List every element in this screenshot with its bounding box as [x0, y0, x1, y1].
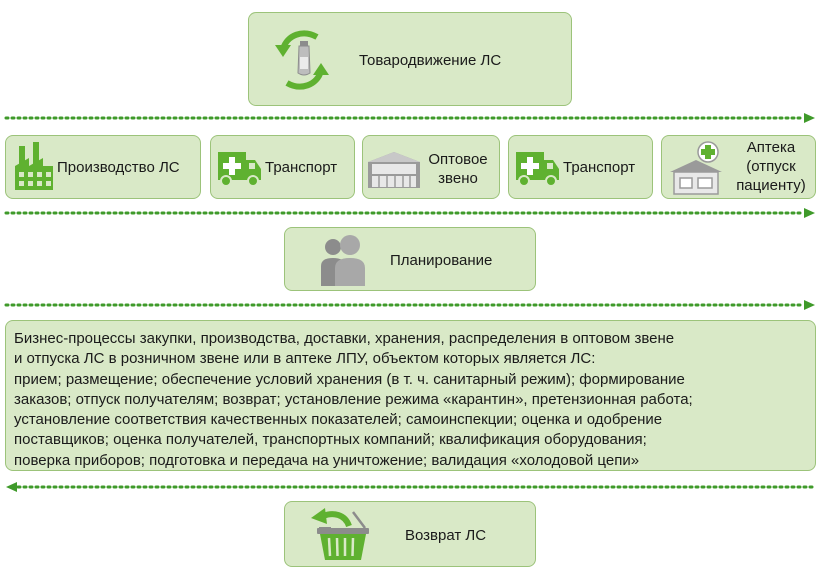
- description-line: установление соответствия качественных п…: [14, 411, 663, 429]
- return-box: Возврат ЛС: [284, 501, 536, 567]
- business-processes-box: [5, 320, 816, 471]
- pharmacy-icon: [668, 138, 724, 196]
- top-box-goods-movement: Товародвижение ЛС: [248, 12, 572, 106]
- chain-box-pharmacy: Аптека (отпуск пациенту): [661, 135, 816, 199]
- dotted-arrow-right-3: [4, 300, 815, 310]
- description-line: поставщиков; оценка получателей, транспо…: [14, 431, 647, 449]
- description-line: и отпуска ЛС в розничном звене или в апт…: [14, 350, 596, 368]
- warehouse-icon: [367, 150, 421, 190]
- description-line: прием; размещение; обеспечение условий х…: [14, 370, 685, 388]
- dotted-arrow-left: [6, 482, 816, 492]
- basket-return-icon: [309, 506, 375, 564]
- ambulance-icon: [514, 148, 560, 188]
- dotted-arrow-right-1: [4, 113, 815, 123]
- chain-box-transport-1: Транспорт: [210, 135, 355, 199]
- top-box-label: Товародвижение ЛС: [359, 52, 502, 69]
- chain-label-production: Производство ЛС: [57, 159, 180, 176]
- chain-label-transport-2: Транспорт: [563, 159, 636, 176]
- chain-label-transport-1: Транспорт: [265, 159, 338, 176]
- dotted-arrow-right-2: [4, 208, 815, 218]
- chain-label-pharmacy: Аптека (отпуск пациенту): [736, 139, 806, 194]
- planning-box: Планирование: [284, 227, 536, 291]
- planning-label: Планирование: [390, 252, 493, 269]
- people-icon: [319, 232, 367, 286]
- chain-box-production: Производство ЛС: [5, 135, 201, 199]
- description-line: Бизнес-процессы закупки, производства, д…: [14, 330, 675, 347]
- ambulance-icon: [216, 148, 262, 188]
- factory-icon: [13, 142, 55, 192]
- chain-box-wholesale: Оптовое звено: [362, 135, 500, 199]
- description-line: заказов; отпуск получателям; возврат; ус…: [14, 390, 693, 408]
- chain-label-wholesale: Оптовое звено: [428, 151, 488, 187]
- business-processes-text: Бизнес-процессы закупки, производства, д…: [14, 329, 804, 471]
- return-label: Возврат ЛС: [405, 527, 487, 544]
- description-line: поверка приборов; подготовка и передача …: [14, 451, 640, 469]
- medicine-vial-cycle-icon: [273, 27, 333, 93]
- chain-box-transport-2: Транспорт: [508, 135, 653, 199]
